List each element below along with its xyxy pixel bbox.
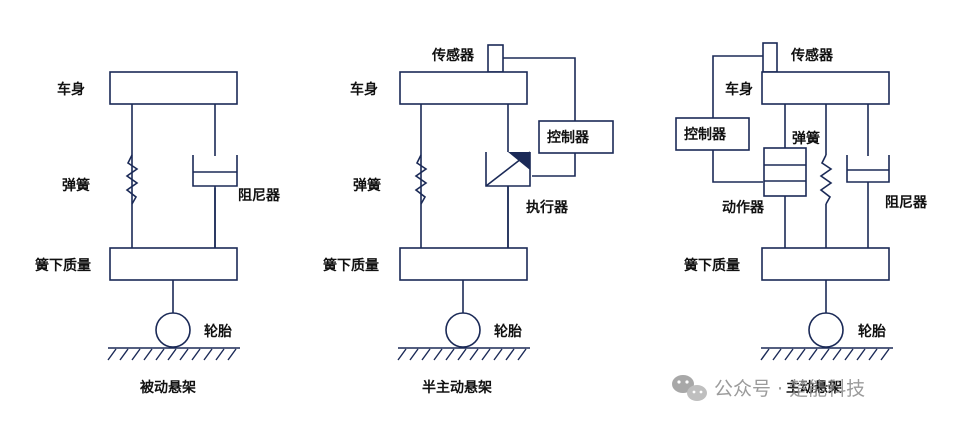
label-tire: 轮胎 [858,323,886,340]
label-unsprung-mass: 簧下质量 [323,257,379,274]
label-car-body: 车身 [350,81,378,98]
unsprung-mass-box [399,247,528,281]
semi-active-suspension-diagram: 传感器 控制器 执行器 车身 弹簧 簧下质量 轮胎 半主动悬架 [323,44,614,396]
controller-box [538,120,614,154]
passive-suspension-diagram: 车身 弹簧 阻尼器 簧下质量 轮胎 被动悬架 [35,71,281,396]
label-spring: 弹簧 [62,177,90,194]
ground-hatch [760,348,890,361]
controller-box [675,117,750,151]
actuator-arrow-icon [508,152,530,170]
wechat-icon [672,375,707,401]
label-sensor: 传感器 [790,47,834,64]
caption-semi-active: 半主动悬架 [422,379,492,396]
unsprung-mass-box [761,247,890,281]
spring-zigzag [414,154,428,205]
caption-passive: 被动悬架 [140,379,196,396]
label-unsprung-mass: 簧下质量 [35,257,91,274]
label-controller: 控制器 [547,129,590,146]
unsprung-mass-box [109,247,238,281]
car-body-box [109,71,238,105]
label-tire: 轮胎 [204,323,232,340]
label-damper: 阻尼器 [238,188,281,204]
label-actuator: 动作器 [722,199,765,216]
label-tire: 轮胎 [494,323,522,340]
tire-circle [808,312,844,348]
watermark-text: 公众号 · 楚能科技 [714,378,865,400]
sensor-box [762,42,778,73]
caption-active: 主动悬架 [786,379,842,396]
actuator-body [763,147,807,197]
label-actuator: 执行器 [526,199,569,216]
sensor-wire [503,57,576,121]
watermark: 公众号 · 楚能科技 [672,375,865,401]
sensor-wire [712,55,763,118]
ground-hatch [107,348,237,361]
label-controller: 控制器 [684,126,727,143]
control-wire [712,150,763,183]
spring-zigzag [125,154,139,205]
active-suspension-diagram: 传感器 控制器 车身 动作器 弹簧 阻尼器 簧下质量 轮胎 [675,42,928,396]
label-unsprung-mass: 簧下质量 [684,257,740,274]
control-wire [532,153,576,177]
label-car-body: 车身 [725,81,753,98]
tire-circle [445,312,481,348]
label-damper: 阻尼器 [885,195,928,211]
spring-zigzag [819,154,833,205]
label-spring: 弹簧 [353,177,381,194]
label-sensor: 传感器 [431,47,475,64]
tire-circle [155,312,191,348]
ground-hatch [397,348,527,361]
sensor-box [487,44,504,73]
label-spring: 弹簧 [792,130,820,147]
label-car-body: 车身 [57,81,85,98]
car-body-box [761,71,890,105]
car-body-box [399,71,528,105]
